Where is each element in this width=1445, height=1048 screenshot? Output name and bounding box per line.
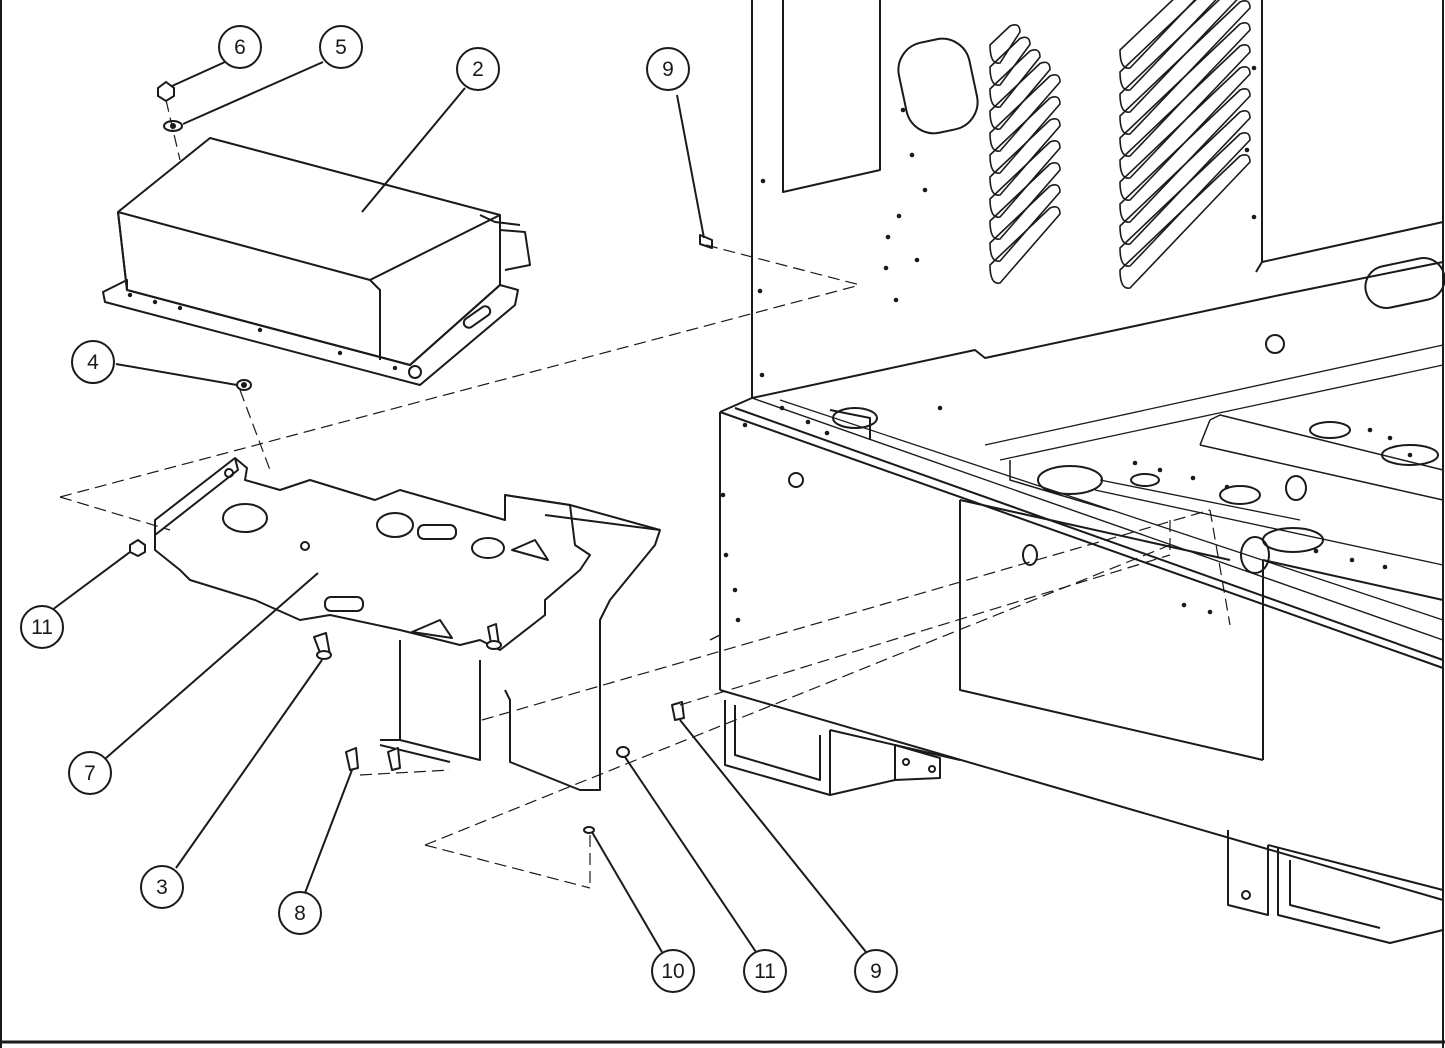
- callout-4: 4: [71, 340, 115, 384]
- mounting-bracket: [154, 457, 661, 791]
- svg-text:2: 2: [472, 58, 484, 81]
- svg-text:6: 6: [234, 36, 246, 59]
- callout-9-top: 9: [646, 47, 690, 91]
- callout-11-bottom: 11: [743, 949, 787, 993]
- callout-10: 10: [651, 949, 695, 993]
- svg-text:8: 8: [294, 902, 306, 925]
- back-panel-louvers: [989, 0, 1251, 289]
- callout-2: 2: [456, 47, 500, 91]
- frame-mounting-holes: [720, 65, 1413, 623]
- fasteners: [129, 234, 713, 834]
- svg-text:11: 11: [31, 616, 53, 639]
- assembly-guide-lines: [59, 99, 1231, 889]
- svg-text:3: 3: [156, 876, 168, 899]
- enclosure-flange-holes: [127, 292, 398, 371]
- callout-6: 6: [218, 25, 262, 69]
- base-frame: [709, 344, 1444, 944]
- callout-9-bottom: 9: [854, 949, 898, 993]
- hardware-nut-washer: [157, 80, 252, 391]
- enclosure-box: [102, 137, 531, 386]
- callout-3: 3: [140, 865, 184, 909]
- svg-text:11: 11: [754, 960, 776, 983]
- callout-7: 7: [68, 751, 112, 795]
- callout-leaders: [51, 61, 867, 953]
- callout-11-left: 11: [20, 605, 64, 649]
- svg-text:10: 10: [661, 960, 684, 983]
- svg-text:4: 4: [87, 351, 99, 374]
- svg-text:9: 9: [662, 58, 674, 81]
- callout-5: 5: [319, 25, 363, 69]
- generator-frame-assembly: [751, 0, 1445, 399]
- svg-text:7: 7: [84, 762, 96, 785]
- svg-text:9: 9: [870, 960, 882, 983]
- svg-text:5: 5: [335, 36, 347, 59]
- callout-8: 8: [278, 891, 322, 935]
